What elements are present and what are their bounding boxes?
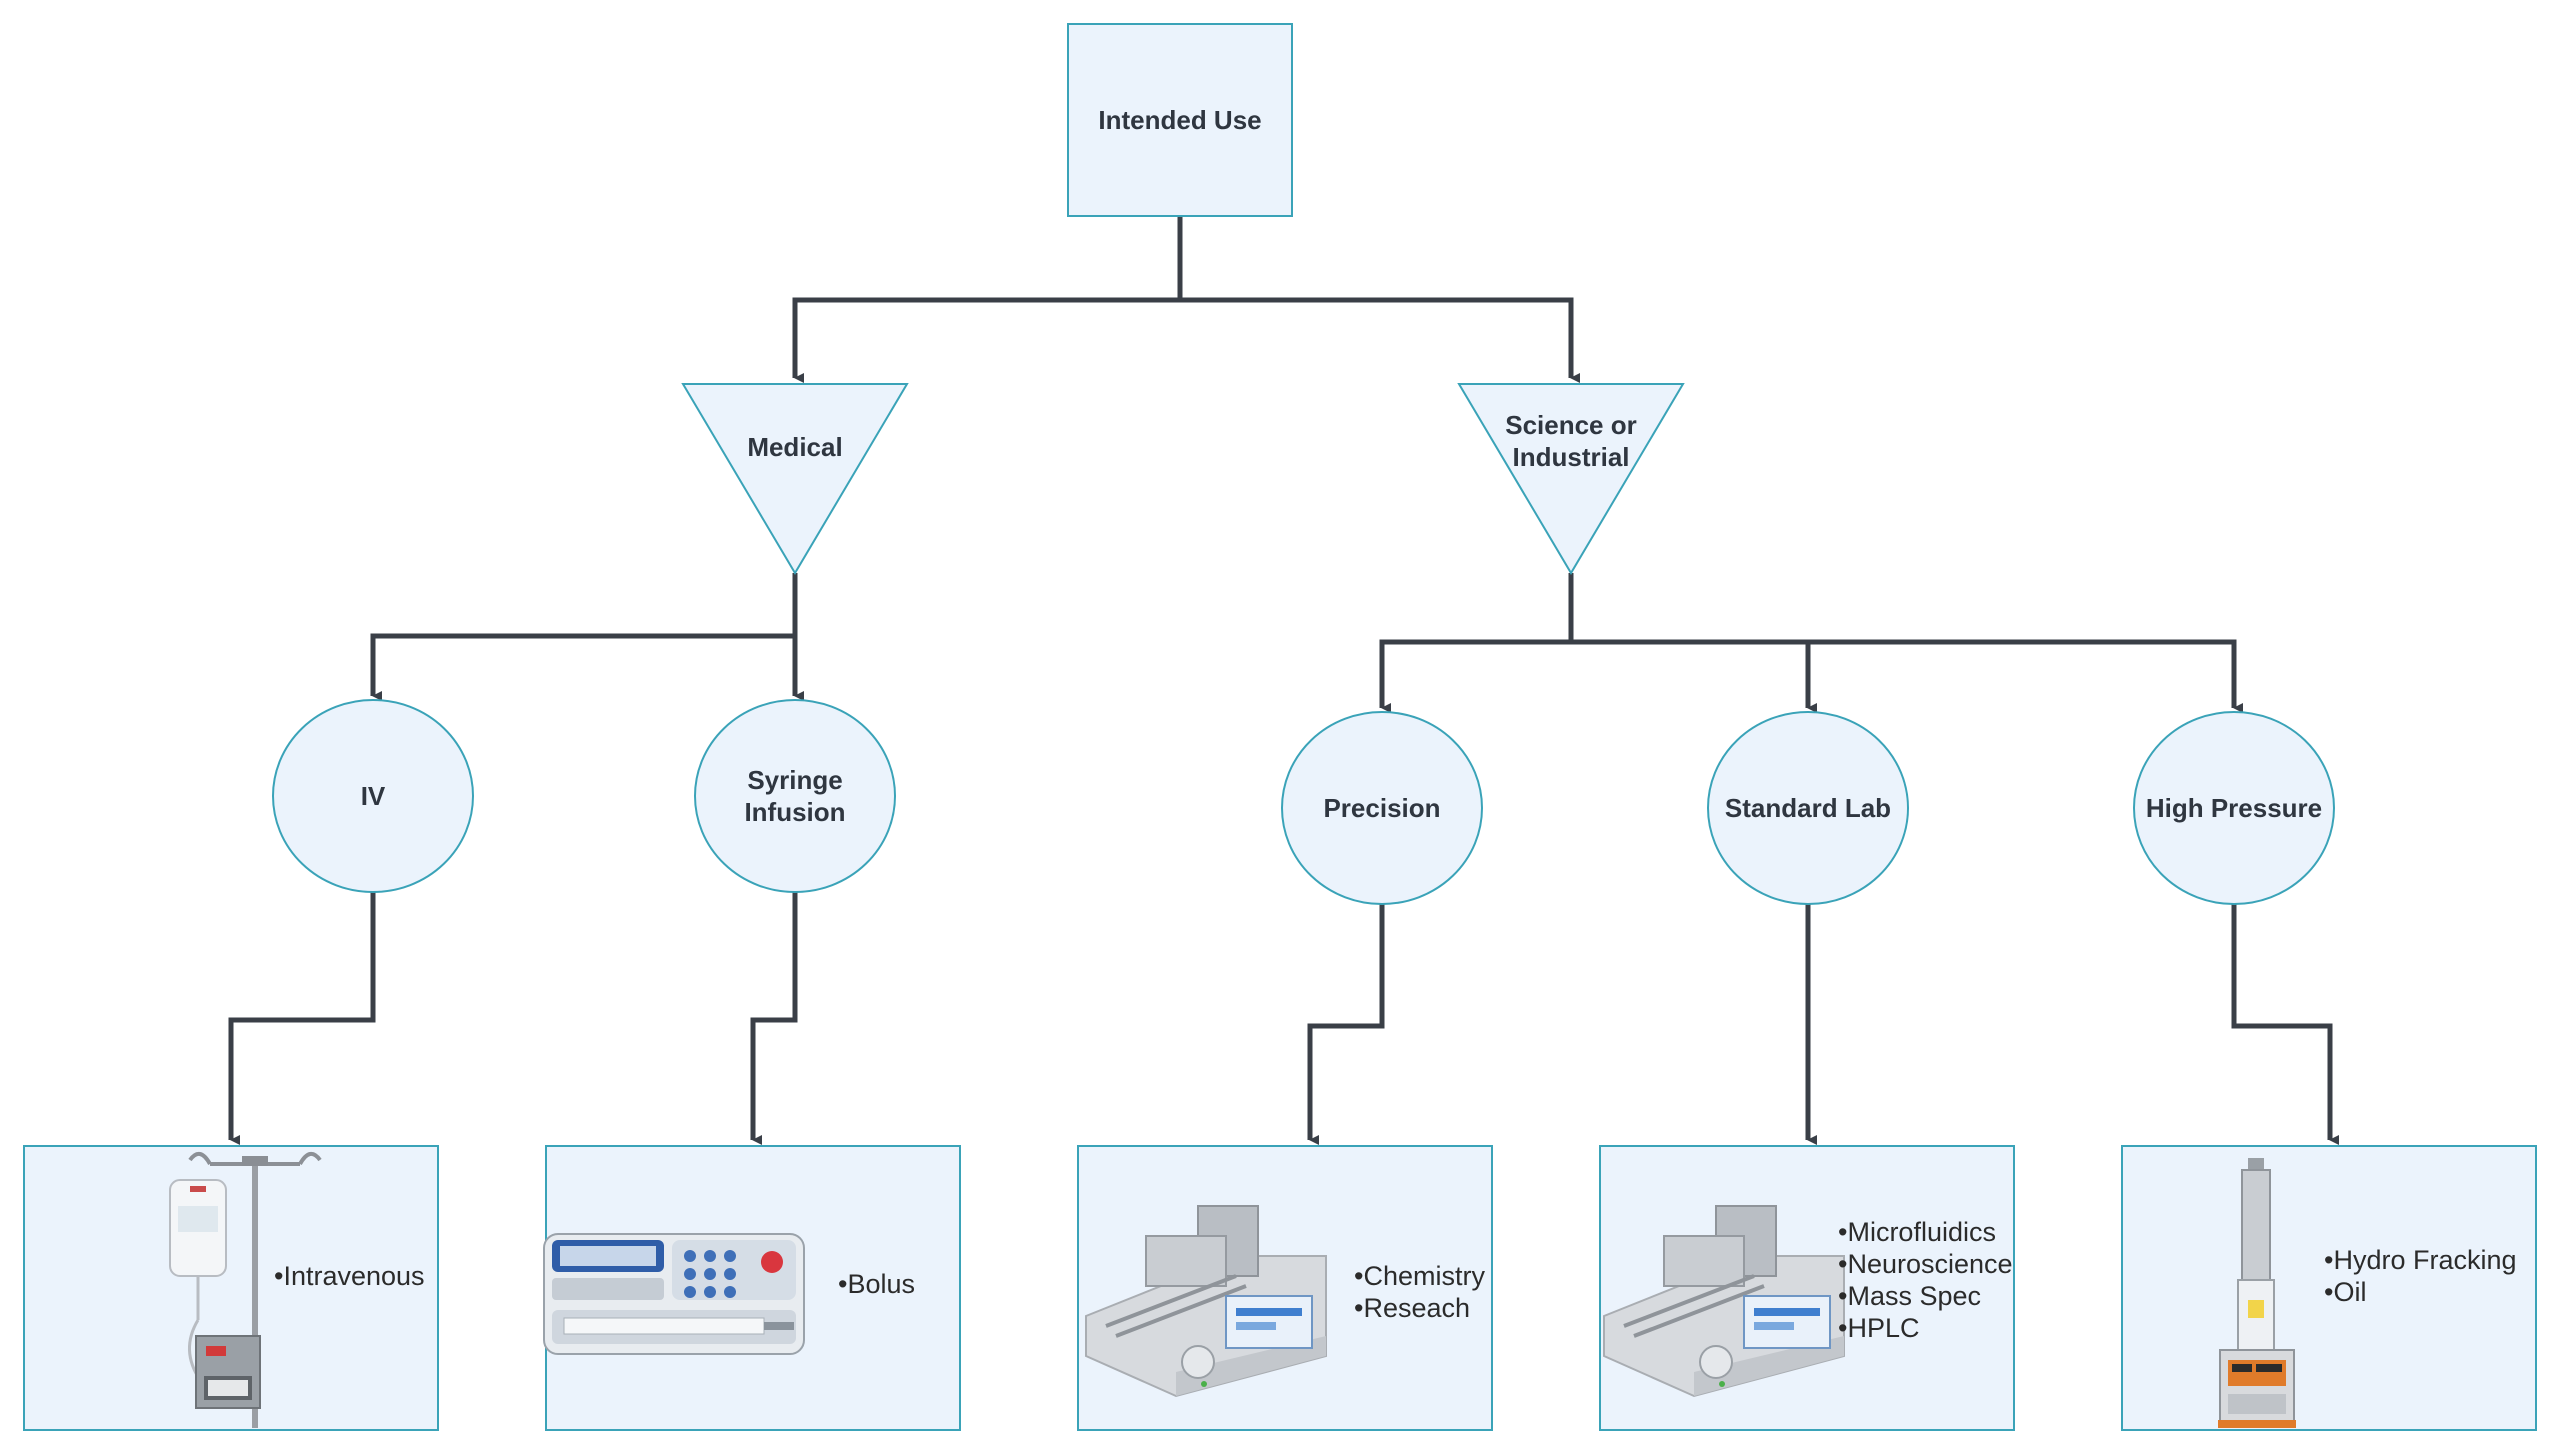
connector-root-medical bbox=[792, 216, 1183, 383]
syringe-node-label: Syringe Infusion bbox=[744, 765, 846, 827]
list-item: Microfluidics bbox=[1838, 1216, 2013, 1248]
list-item: Neuroscience bbox=[1838, 1248, 2012, 1280]
precision-leaf-list: Chemistry Reseach bbox=[1354, 1260, 1485, 1324]
connector-science-standard bbox=[1571, 639, 1817, 713]
connector-precision-leaf bbox=[1307, 904, 1385, 1145]
root-node-box bbox=[1067, 23, 1293, 217]
iv-node-label: IV bbox=[360, 781, 386, 811]
standard-leaf-list: Microfluidics Neuroscience Mass Spec HPL… bbox=[1838, 1216, 2013, 1344]
list-item: Bolus bbox=[838, 1268, 915, 1300]
medical-node-triangle bbox=[681, 383, 909, 575]
connector-pressure-leaf bbox=[2231, 904, 2339, 1145]
pressure-node-circle bbox=[2133, 711, 2335, 905]
root-node-label: Intended Use bbox=[1098, 105, 1262, 135]
medical-node-label: Medical bbox=[747, 432, 843, 462]
precision-node-circle bbox=[1281, 711, 1483, 905]
list-item: Chemistry bbox=[1354, 1260, 1485, 1292]
iv-leaf-list: Intravenous bbox=[274, 1260, 424, 1292]
list-item: HPLC bbox=[1838, 1312, 2013, 1344]
pressure-node-label: High Pressure bbox=[2145, 793, 2323, 823]
science-node-label: Science or Industrial bbox=[1505, 410, 1637, 472]
pressure-leaf-list: Hydro Fracking Oil bbox=[2324, 1244, 2517, 1308]
list-item: Reseach bbox=[1354, 1292, 1485, 1324]
syringe-leaf-list: Bolus bbox=[838, 1268, 915, 1300]
connector-root-science bbox=[1177, 216, 1580, 383]
iv-pole-bag-pump-image bbox=[169, 1152, 322, 1428]
connector-medical-iv bbox=[370, 573, 798, 701]
connector-science-precision bbox=[1379, 573, 1574, 713]
connector-science-pressure bbox=[1571, 639, 2243, 713]
iv-node-circle bbox=[272, 699, 474, 893]
syringe-node-circle bbox=[694, 699, 896, 893]
high-pressure-pump-image bbox=[2218, 1158, 2296, 1428]
connector-syringe-leaf bbox=[750, 892, 798, 1145]
list-item: Intravenous bbox=[274, 1260, 424, 1292]
standard-node-label: Standard Lab bbox=[1724, 793, 1892, 823]
connector-iv-leaf bbox=[228, 892, 376, 1145]
precision-node-label: Precision bbox=[1323, 793, 1441, 823]
standard-node-circle bbox=[1707, 711, 1909, 905]
lab-syringe-pump-image bbox=[1085, 1205, 1327, 1398]
syringe-infusion-pump-image bbox=[543, 1233, 805, 1355]
list-item: Mass Spec bbox=[1838, 1280, 2013, 1312]
list-item: Hydro Fracking bbox=[2324, 1244, 2516, 1276]
science-node-triangle bbox=[1457, 383, 1685, 575]
list-item: Oil bbox=[2324, 1276, 2517, 1308]
lab-syringe-pump-image bbox=[1603, 1205, 1845, 1398]
